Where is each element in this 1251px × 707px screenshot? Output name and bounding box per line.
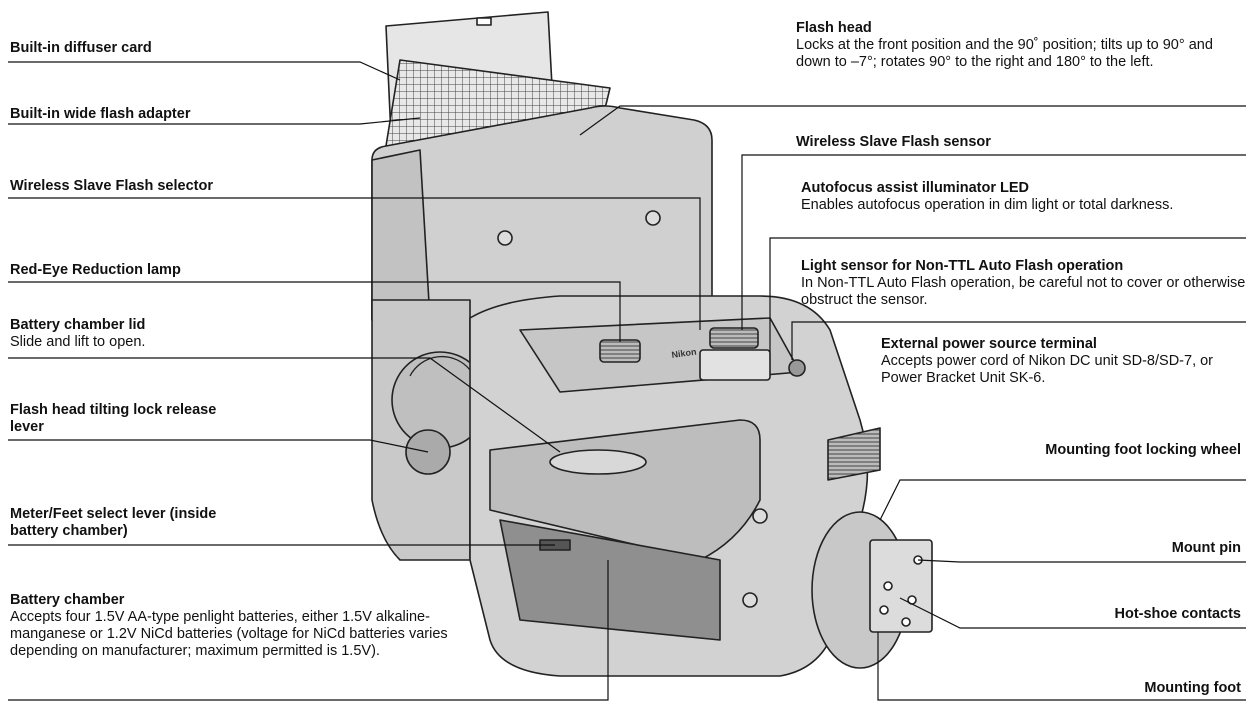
callout-description: Enables autofocus operation in dim light…: [801, 197, 1174, 213]
callout-title: Battery chamber lid: [10, 317, 146, 333]
callout-mounting-foot-locking-wheel: Mounting foot locking wheel: [1031, 442, 1241, 459]
callout-red-eye-lamp: Red-Eye Reduction lamp: [10, 262, 181, 279]
mounting-foot-shape: [869, 539, 933, 633]
callout-description: Slide and lift to open.: [10, 334, 146, 350]
callout-title: Mounting foot locking wheel: [1045, 442, 1241, 458]
body-screw: [752, 508, 768, 524]
callout-title: Built-in diffuser card: [10, 40, 152, 56]
leader-battery-lid: [8, 357, 561, 453]
leader-locking-wheel: [879, 479, 1246, 521]
leader-af-led: [769, 237, 1246, 352]
leader-mounting-foot: [877, 632, 1246, 701]
rotation-arrow: [409, 355, 471, 377]
callout-title: Mounting foot: [1144, 680, 1241, 696]
leader-wireless-sensor: [741, 154, 1246, 330]
callout-title: Flash head: [796, 20, 872, 36]
ext-power-terminal-shape: [788, 359, 806, 377]
leader-red-eye: [8, 281, 621, 342]
head-screw-2: [645, 210, 661, 226]
flash-head-body: [371, 105, 713, 321]
leader-lines: [8, 61, 1246, 701]
callout-title: Built-in wide flash adapter: [10, 106, 191, 122]
callout-title: Mount pin: [1171, 540, 1241, 556]
callout-title: Battery chamber: [10, 592, 125, 608]
callout-battery-chamber: Battery chamber Accepts four 1.5V AA-typ…: [10, 592, 460, 660]
callout-title: Hot-shoe contacts: [1114, 606, 1242, 622]
callout-title: Flash head tilting lock release lever: [10, 402, 217, 435]
callout-wide-flash-adapter: Built-in wide flash adapter: [10, 106, 190, 123]
callout-mount-pin: Mount pin: [1031, 540, 1241, 557]
leader-light-sensor-2: [791, 321, 1246, 360]
callout-title: Autofocus assist illuminator LED: [801, 180, 1029, 196]
body-screw-2: [742, 592, 758, 608]
callout-title: Light sensor for Non-TTL Auto Flash oper…: [801, 258, 1124, 274]
contact-1: [883, 581, 893, 591]
light-sensor-window: [699, 349, 771, 381]
callout-description: Locks at the front position and the 90˚ …: [796, 37, 1213, 70]
callout-title: External power source terminal: [881, 336, 1097, 352]
callout-description: Accepts power cord of Nikon DC unit SD-8…: [881, 353, 1214, 386]
wireless-sensor-shape: [709, 327, 759, 349]
head-screw-1: [497, 230, 513, 246]
flash-body-drawing: [371, 295, 933, 677]
leader-flash-head: [579, 105, 1246, 136]
contact-4: [901, 617, 911, 627]
callout-hot-shoe-contacts: Hot-shoe contacts: [1031, 606, 1242, 623]
callout-diffuser-card: Built-in diffuser card: [10, 40, 152, 57]
contact-3: [879, 605, 889, 615]
callout-title: Wireless Slave Flash selector: [10, 178, 213, 194]
callout-mounting-foot: Mounting foot: [1031, 680, 1241, 697]
callout-title: Meter/Feet select lever (inside battery …: [10, 506, 217, 539]
red-eye-lamp-shape: [599, 339, 641, 363]
callout-description: Accepts four 1.5V AA-type penlight batte…: [10, 609, 448, 659]
callout-wireless-slave-sensor: Wireless Slave Flash sensor: [796, 134, 991, 151]
leader-tilt-lock: [8, 439, 429, 453]
leader-wide-adapter: [8, 117, 421, 125]
flash-head-side-shade: [371, 149, 431, 321]
leader-wireless-selector: [8, 197, 701, 330]
callout-wireless-slave-selector: Wireless Slave Flash selector: [10, 178, 213, 195]
callout-meter-feet-lever: Meter/Feet select lever (inside battery …: [10, 506, 240, 540]
callout-external-power-terminal: External power source terminal Accepts p…: [881, 336, 1241, 387]
callout-title: Red-Eye Reduction lamp: [10, 262, 181, 278]
leader-battery-chamber: [8, 560, 609, 701]
diffuser-slot: [476, 17, 492, 26]
lid-grip: [549, 449, 647, 475]
af-led-grille: [827, 427, 881, 481]
leader-hotshoe: [899, 597, 1246, 629]
callout-tilting-lock-lever: Flash head tilting lock release lever: [10, 402, 240, 436]
callout-description: In Non-TTL Auto Flash operation, be care…: [801, 275, 1246, 308]
flash-head-drawing: [371, 11, 713, 363]
brand-mark: Nikon: [671, 347, 697, 360]
callout-battery-chamber-lid: Battery chamber lid Slide and lift to op…: [10, 317, 145, 351]
leader-diffuser: [8, 61, 401, 81]
callout-flash-head: Flash head Locks at the front position a…: [796, 20, 1241, 71]
callout-af-assist-led: Autofocus assist illuminator LED Enables…: [801, 180, 1231, 214]
callout-light-sensor: Light sensor for Non-TTL Auto Flash oper…: [801, 258, 1246, 309]
callout-title: Wireless Slave Flash sensor: [796, 134, 991, 150]
leader-mount-pin: [917, 559, 1246, 563]
